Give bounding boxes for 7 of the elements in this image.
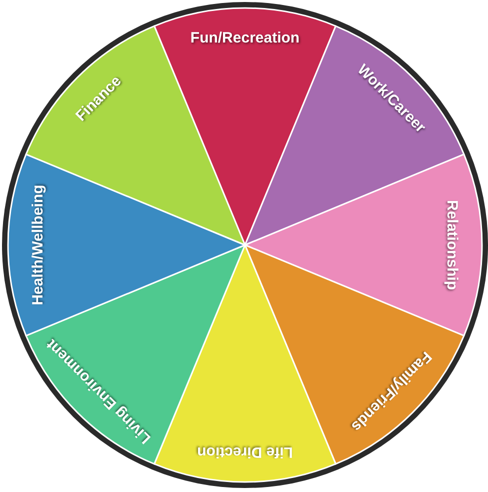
wheel-segment: [8, 154, 246, 336]
segment-label: Health/Wellbeing: [30, 184, 46, 306]
segment-label: Life Direction: [197, 444, 293, 460]
segment-label: Relationship: [444, 200, 460, 290]
wheel-segment: [244, 154, 482, 336]
segment-label: Fun/Recreation: [190, 30, 300, 46]
wheel-segment: [154, 244, 336, 482]
